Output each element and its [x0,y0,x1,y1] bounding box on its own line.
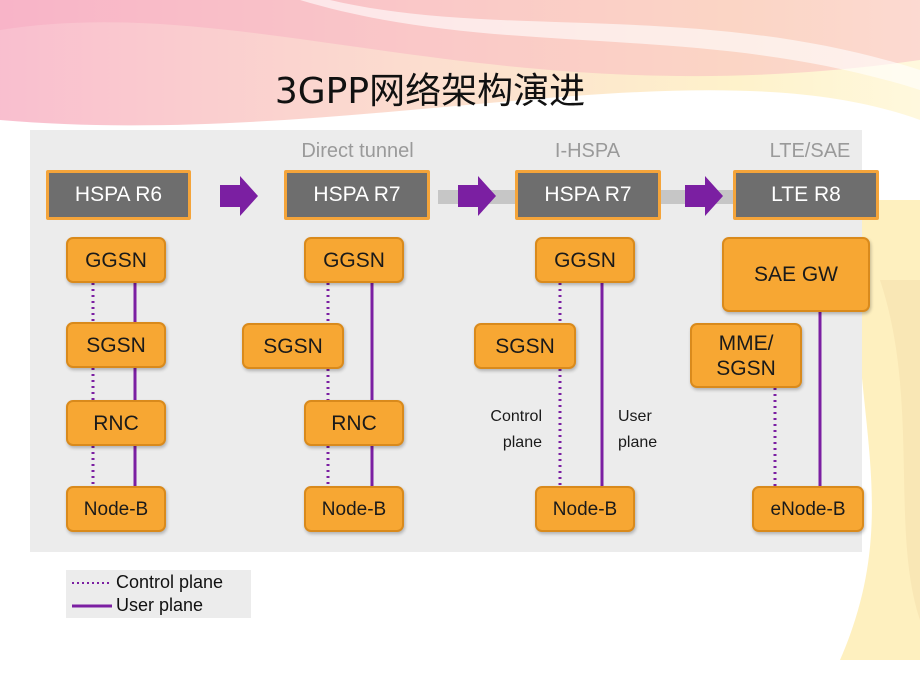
column-label-lte-sae: LTE/SAE [769,140,851,162]
arrow-right-icon [458,176,496,216]
header-hspa-r6: HSPA R6 [46,170,191,220]
legend-swatch-control-plane [72,582,112,584]
node-rnc: RNC [66,400,166,446]
node-sgsn: SGSN [66,322,166,368]
legend-user-plane: User plane [116,595,204,615]
node-mme-sgsn: MME/ SGSN [690,323,802,388]
node-node-b: Node-B [304,486,404,532]
column-label-direct-tunnel: Direct tunnel [301,140,414,162]
legend-control-plane: Control plane [116,572,224,592]
column-label-i-hspa: I-HSPA [554,140,621,162]
header-hspa-r7-i-hspa: HSPA R7 [515,170,661,220]
node-node-b: Node-B [535,486,635,532]
legend-swatch-user-plane [72,604,112,608]
header-hspa-r7-direct-tunnel: HSPA R7 [284,170,430,220]
node-node-b: Node-B [66,486,166,532]
node-sgsn: SGSN [474,323,576,369]
user-plane-label: User plane [618,408,658,451]
node-enode-b: eNode-B [752,486,864,532]
node-ggsn: GGSN [535,237,635,283]
arrow-right-icon [220,176,258,216]
node-sae-gw: SAE GW [722,237,870,312]
header-lte-r8: LTE R8 [733,170,879,220]
page-title: 3GPP网络架构演进 [274,71,586,112]
arrow-right-icon [685,176,723,216]
node-ggsn: GGSN [304,237,404,283]
node-sgsn: SGSN [242,323,344,369]
legend: Control plane User plane [66,570,251,618]
node-rnc: RNC [304,400,404,446]
node-ggsn: GGSN [66,237,166,283]
control-plane-label: Control plane [490,408,542,451]
